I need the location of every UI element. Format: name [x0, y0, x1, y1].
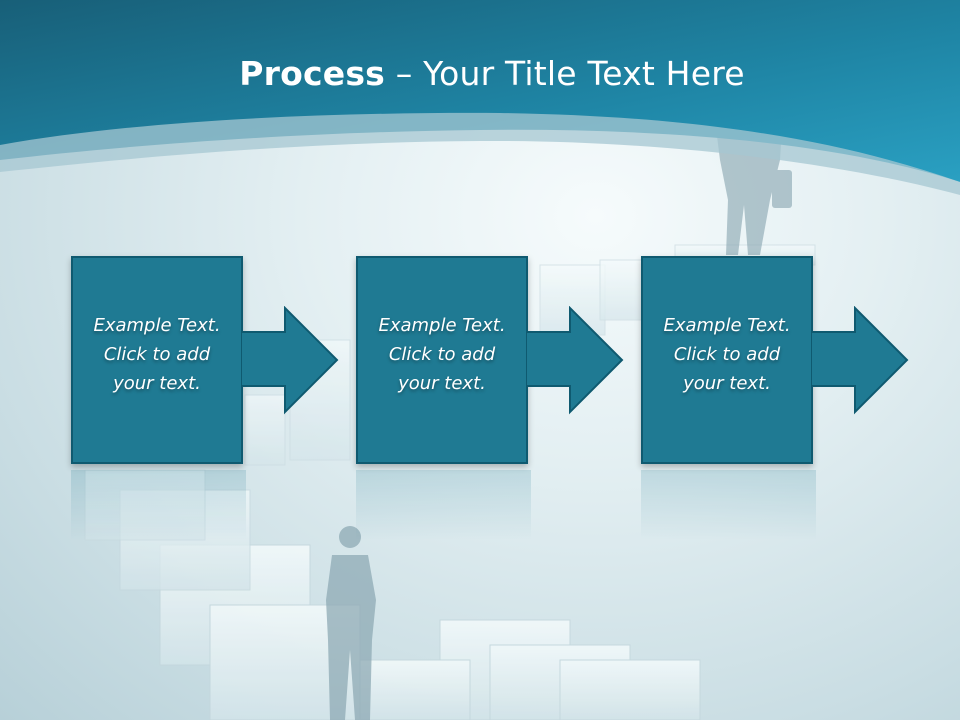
step-text-line: Click to add	[388, 344, 496, 365]
arrow-right-icon	[241, 306, 339, 415]
title-bold: Process	[239, 54, 386, 93]
process-step-2: Example Text. Click to add your text.	[356, 256, 628, 470]
page-title: Process – Your Title Text Here	[0, 50, 960, 98]
step-text-line: your text.	[683, 373, 771, 394]
man-silhouette-top	[716, 128, 792, 255]
header-band	[0, 0, 960, 195]
step-text[interactable]: Example Text. Click to add your text.	[643, 311, 811, 398]
man-silhouette-bottom	[326, 526, 376, 720]
title-rest: – Your Title Text Here	[385, 54, 745, 93]
step-text-line: Click to add	[103, 344, 211, 365]
step-text-line: your text.	[398, 373, 486, 394]
step-text-line: Example Text.	[93, 315, 221, 336]
step-reflection	[641, 470, 816, 540]
step-text-line: your text.	[113, 373, 201, 394]
step-text[interactable]: Example Text. Click to add your text.	[73, 311, 241, 398]
step-text-line: Example Text.	[663, 315, 791, 336]
arrow-right-icon	[526, 306, 624, 415]
process-step-3: Example Text. Click to add your text.	[641, 256, 913, 470]
step-reflection	[71, 470, 246, 540]
step-text-line: Click to add	[673, 344, 781, 365]
step-text-line: Example Text.	[378, 315, 506, 336]
arrow-right-icon	[811, 306, 909, 415]
process-step-1: Example Text. Click to add your text.	[71, 256, 343, 470]
step-box	[71, 256, 243, 464]
step-text[interactable]: Example Text. Click to add your text.	[358, 311, 526, 398]
staircase-cubes	[84, 244, 816, 720]
step-reflection	[356, 470, 531, 540]
